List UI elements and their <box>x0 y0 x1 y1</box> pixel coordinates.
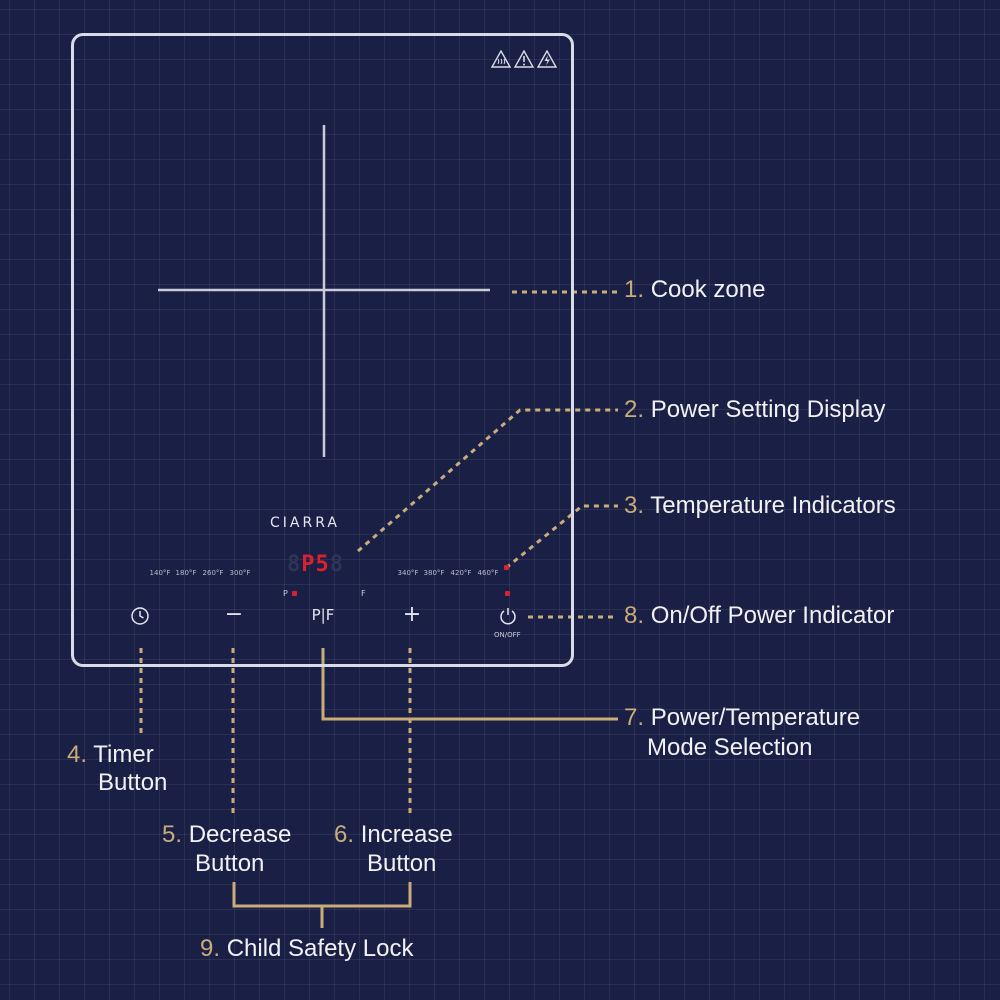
display-digit: 8 <box>329 552 344 577</box>
callout-text: Power/Temperature <box>650 704 861 731</box>
onoff-indicator-light <box>505 591 510 596</box>
callout-number: 4. <box>67 741 88 768</box>
callout-number: 8. <box>624 602 645 629</box>
display-digit: 5 <box>315 552 330 577</box>
power-icon <box>500 608 516 625</box>
callout-text: Decrease <box>188 821 292 848</box>
temperature-label: 260°F <box>202 569 224 577</box>
display-digit: 8 <box>287 552 302 577</box>
leader-temperature <box>505 504 618 570</box>
callout-increase: 6. Increase Button <box>334 820 453 878</box>
warning-icons <box>491 50 557 68</box>
callout-text-line2: Mode Selection <box>647 734 813 761</box>
clock-icon <box>131 607 149 625</box>
callout-number: 6. <box>334 821 355 848</box>
electric-warning-icon <box>537 50 557 68</box>
brand-logo: CIARRA <box>270 515 340 531</box>
callout-number: 2. <box>624 396 645 423</box>
decrease-button[interactable]: − <box>224 602 244 627</box>
callout-text-line2: Button <box>195 850 265 877</box>
callout-child-lock: 9. Child Safety Lock <box>200 934 413 964</box>
timer-button[interactable] <box>130 606 150 626</box>
callout-number: 5. <box>162 821 183 848</box>
callout-text: Power Setting Display <box>650 396 886 423</box>
caution-warning-icon <box>514 50 534 68</box>
callout-onoff: 8. On/Off Power Indicator <box>624 601 894 631</box>
temperature-label: 300°F <box>229 569 251 577</box>
callout-decrease: 5. Decrease Button <box>162 820 291 878</box>
temperature-label: 420°F <box>450 569 472 577</box>
temperature-label: 140°F <box>149 569 171 577</box>
callout-text: Timer <box>93 741 154 768</box>
callout-cook-zone: 1. Cook zone <box>624 275 765 305</box>
callout-number: 3. <box>624 492 645 519</box>
onoff-label: ON/OFF <box>494 631 521 639</box>
callout-text-line2: Button <box>98 769 168 796</box>
callout-text: On/Off Power Indicator <box>650 602 895 629</box>
callout-number: 9. <box>200 935 221 962</box>
temperature-label: 460°F <box>477 569 499 577</box>
onoff-button[interactable] <box>498 606 518 626</box>
callout-power-display: 2. Power Setting Display <box>624 395 885 425</box>
temperature-label: 380°F <box>423 569 445 577</box>
fahrenheit-mode-marker: F <box>361 589 366 598</box>
callout-text-line2: Button <box>367 850 437 877</box>
callout-mode-selection: 7. Power/Temperature Mode Selection <box>624 703 860 763</box>
callout-number: 1. <box>624 276 645 303</box>
callout-temperature-indicators: 3. Temperature Indicators <box>624 491 896 521</box>
hot-surface-warning-icon <box>491 50 511 68</box>
mode-select-button[interactable]: P|F <box>311 606 335 624</box>
temperature-indicator-light <box>504 565 509 570</box>
bracket-mode-selection <box>321 648 618 721</box>
callout-timer: 4. Timer Button <box>67 741 167 797</box>
callout-text: Cook zone <box>650 276 766 303</box>
increase-button[interactable]: + <box>402 602 422 627</box>
callout-number: 7. <box>624 704 645 731</box>
power-setting-display: 8P58 <box>287 554 344 576</box>
temperature-label: 180°F <box>175 569 197 577</box>
callout-text: Child Safety Lock <box>226 935 414 962</box>
leader-power-display <box>357 408 618 553</box>
display-digit: P <box>301 552 316 577</box>
power-mode-light <box>292 591 297 596</box>
power-mode-marker: P <box>283 589 288 598</box>
callout-text: Temperature Indicators <box>650 492 896 519</box>
cooktop-outline <box>71 33 574 667</box>
temperature-label: 340°F <box>397 569 419 577</box>
bracket-child-lock <box>232 882 412 908</box>
callout-text: Increase <box>360 821 453 848</box>
